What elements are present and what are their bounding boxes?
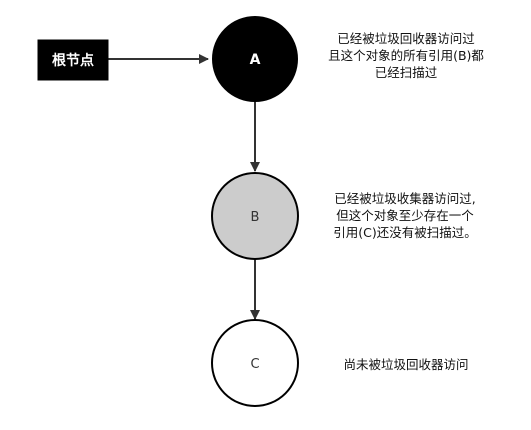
node-a-label: A xyxy=(250,52,261,68)
node-b-description-line-3: 引用(C)还没有被扫描过。 xyxy=(333,225,477,240)
node-a-description-line-2: 且这个对象的所有引用(B)都 xyxy=(328,48,484,63)
root-node-label: 根节点 xyxy=(52,52,94,69)
node-b-description: 已经被垃圾收集器访问过, 但这个对象至少存在一个 引用(C)还没有被扫描过。 xyxy=(297,190,513,241)
node-a-description-line-3: 已经扫描过 xyxy=(374,65,438,80)
node-a-description-line-1: 已经被垃圾回收器访问过 xyxy=(337,31,475,46)
node-c-white xyxy=(211,319,299,407)
node-b-gray xyxy=(211,172,299,260)
node-a-description: 已经被垃圾回收器访问过 且这个对象的所有引用(B)都 已经扫描过 xyxy=(298,30,514,81)
node-a-black xyxy=(212,16,298,102)
node-b-description-line-2: 但这个对象至少存在一个 xyxy=(336,208,474,223)
node-c-label: C xyxy=(250,357,259,372)
node-b-label: B xyxy=(251,210,260,225)
node-c-description-line-1: 尚未被垃圾回收器访问 xyxy=(343,357,469,372)
node-c-description: 尚未被垃圾回收器访问 xyxy=(298,356,514,373)
root-node xyxy=(37,39,109,81)
node-b-description-line-1: 已经被垃圾收集器访问过, xyxy=(334,191,476,206)
